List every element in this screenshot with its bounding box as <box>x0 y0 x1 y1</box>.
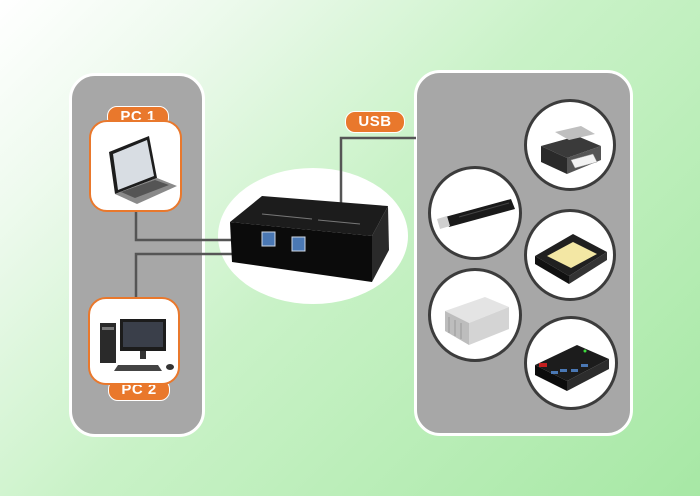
usb-flash-drive-icon <box>437 199 515 229</box>
laptop-icon <box>109 136 177 204</box>
desktop-box <box>88 297 180 385</box>
usb-hub-icon <box>535 345 609 391</box>
desktop-computer-icon <box>100 319 174 371</box>
pc1-cable <box>134 212 265 242</box>
usb-cable <box>339 136 416 212</box>
hard-drive-circle <box>428 268 522 362</box>
flash-drive-circle <box>428 166 522 260</box>
printer-circle <box>524 99 616 191</box>
scanner-icon <box>535 234 607 284</box>
external-hard-drive-icon <box>445 297 509 345</box>
usb-label: USB <box>345 111 405 133</box>
laptop-box <box>89 120 182 212</box>
hub-circle <box>524 316 618 410</box>
printer-icon <box>541 126 601 174</box>
scanner-circle <box>524 209 616 301</box>
